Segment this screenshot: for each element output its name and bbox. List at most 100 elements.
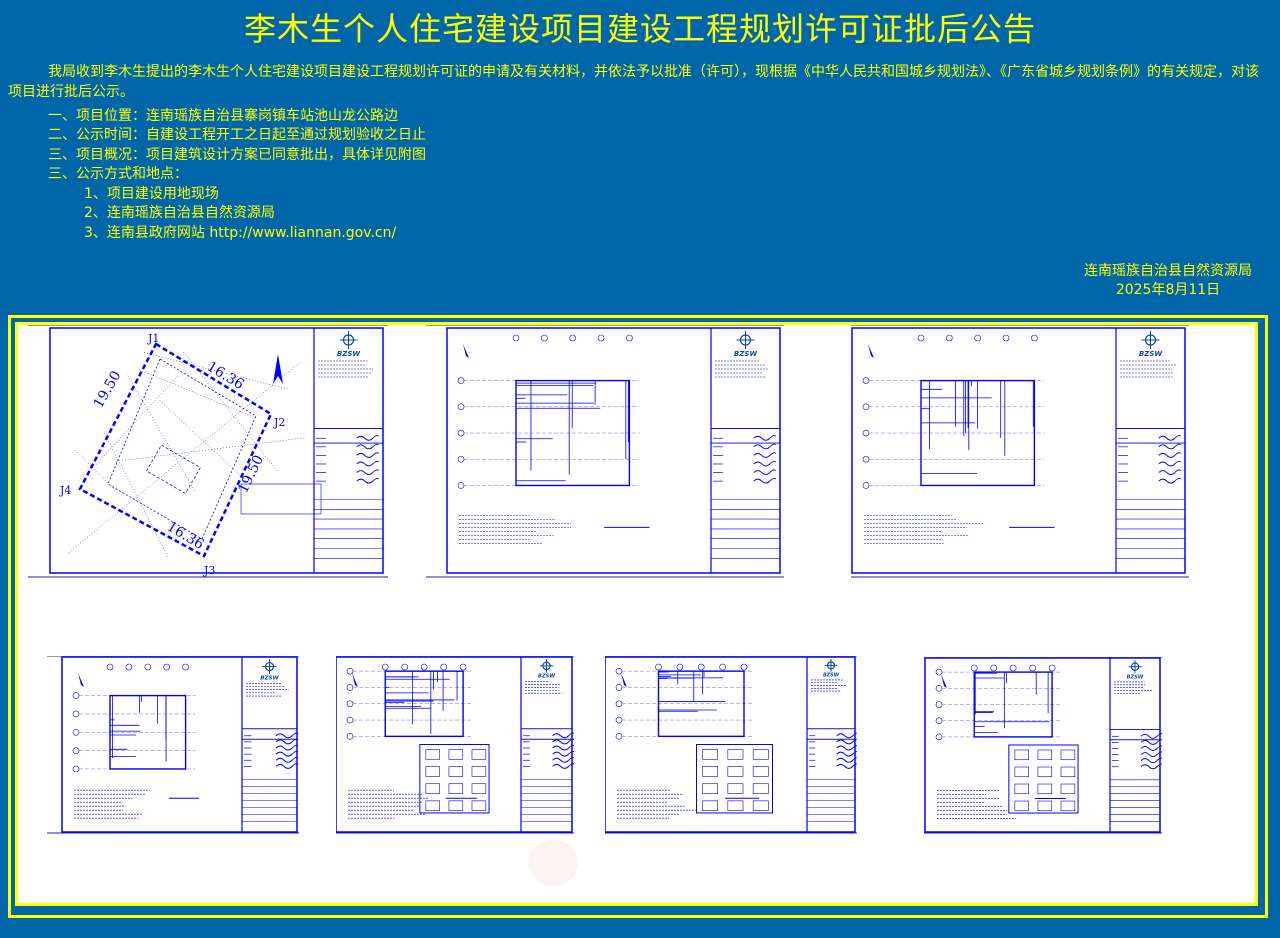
window xyxy=(1037,749,1053,761)
handwritten-signature xyxy=(1140,763,1162,770)
window xyxy=(1014,749,1029,761)
axis-bubble xyxy=(401,663,409,671)
company-logo-text: BZSW xyxy=(823,672,840,678)
survey-line xyxy=(183,352,278,472)
watermark-circle xyxy=(528,840,578,886)
window xyxy=(702,783,718,794)
axis-bubble xyxy=(457,455,465,463)
axis-bubble xyxy=(457,482,465,489)
boundary-dimension: 19.50 xyxy=(91,368,125,411)
drawing-frame xyxy=(49,327,384,574)
window xyxy=(1037,783,1053,795)
axis-bubble xyxy=(946,334,953,342)
axis-bubble xyxy=(346,733,354,740)
window xyxy=(702,766,718,777)
drawing-frame xyxy=(605,656,856,833)
axis-bubble xyxy=(615,684,623,691)
axis-bubble xyxy=(626,334,633,342)
survey-line xyxy=(159,400,254,488)
axis-bubble xyxy=(106,663,114,671)
window xyxy=(471,766,487,777)
axis-bubble xyxy=(125,663,133,671)
axis-bubble xyxy=(719,663,726,671)
window xyxy=(448,766,464,777)
handwritten-signature xyxy=(1140,757,1162,764)
company-logo-text: BZSW xyxy=(734,350,757,358)
axis-bubble xyxy=(541,334,548,342)
window xyxy=(448,783,464,794)
window xyxy=(471,783,487,794)
page-title: 李木生个人住宅建设项目建设工程规划许可证批后公告 xyxy=(243,10,1036,48)
boundary-point-label: J4 xyxy=(59,484,71,497)
axis-bubble xyxy=(862,429,870,437)
elevation-outline xyxy=(696,744,773,814)
axis-bubble xyxy=(381,663,389,671)
handwritten-signature xyxy=(356,443,380,450)
axis-bubble xyxy=(935,733,943,741)
issue-date: 2025年8月11日 xyxy=(1115,282,1221,298)
axis-bubble xyxy=(512,334,520,342)
drawing-sheet-general-layout[interactable]: BZSW xyxy=(47,656,299,834)
window xyxy=(425,800,440,811)
notice-item-overview: 三、项目概况：项目建筑设计方案已同意批出，具体详见附图 xyxy=(48,147,426,163)
drawing-sheet-elevation-2[interactable]: BZSW xyxy=(605,656,857,834)
handwritten-signature xyxy=(836,732,857,739)
handwritten-signature xyxy=(1158,443,1182,450)
handwritten-signature xyxy=(753,469,777,475)
handwritten-signature xyxy=(356,478,380,484)
window xyxy=(702,749,718,760)
axis-bubble xyxy=(917,334,925,342)
window xyxy=(752,783,769,794)
survey-line xyxy=(68,361,301,554)
north-arrow-icon xyxy=(352,673,358,687)
axis-bubble xyxy=(935,717,943,725)
axis-bubble xyxy=(615,733,623,740)
axis-bubble xyxy=(457,403,465,411)
axis-bubble xyxy=(935,684,943,692)
building-footprint xyxy=(145,444,201,494)
drawing-sheet-floor-plan-2[interactable]: BZSW xyxy=(851,325,1189,578)
compass-logo-icon xyxy=(262,659,277,674)
axis-bubble xyxy=(697,663,705,671)
boundary-point-label: J2 xyxy=(273,416,285,429)
boundary-dimension: 16.36 xyxy=(204,359,247,393)
handwritten-signature xyxy=(275,738,299,745)
handwritten-signature xyxy=(552,757,574,763)
handwritten-signature xyxy=(836,751,857,757)
handwritten-signature xyxy=(1158,460,1182,467)
window xyxy=(702,800,718,811)
compass-logo-icon xyxy=(539,659,554,673)
notice-subitem-site: 1、项目建设用地现场 xyxy=(84,186,219,202)
drawing-frame xyxy=(336,656,573,833)
axis-bubble xyxy=(72,710,80,718)
handwritten-signature xyxy=(275,757,299,763)
window xyxy=(1014,800,1029,812)
drawings-outer-frame xyxy=(8,315,1268,918)
axis-bubble xyxy=(935,668,943,676)
drawing-sheet-elevation-1[interactable]: BZSW xyxy=(336,656,574,834)
notice-subitem-website[interactable]: 3、连南县政府网站 http://www.liannan.gov.cn/ xyxy=(84,225,397,241)
window xyxy=(1060,766,1076,778)
window xyxy=(425,749,440,760)
north-arrow-icon xyxy=(273,354,283,384)
compass-logo-icon xyxy=(736,331,755,349)
axis-bubble xyxy=(420,663,428,671)
axis-bubble xyxy=(1009,664,1017,672)
compass-logo-icon xyxy=(339,331,358,349)
coordinate-table xyxy=(240,483,322,515)
handwritten-signature xyxy=(753,443,777,450)
boundary-dimension: 16.36 xyxy=(164,519,207,553)
handwritten-signature xyxy=(552,744,574,751)
survey-line xyxy=(103,431,169,557)
handwritten-signature xyxy=(1140,745,1162,751)
north-arrow-icon xyxy=(463,344,469,358)
window xyxy=(471,749,487,760)
drawing-sheet-floor-plan-1[interactable]: BZSW xyxy=(426,325,784,578)
handwritten-signature xyxy=(836,757,857,763)
window xyxy=(727,766,744,777)
axis-bubble xyxy=(862,403,870,411)
drawing-sheet-section[interactable]: BZSW xyxy=(924,657,1162,834)
axis-bubble xyxy=(615,716,623,724)
company-logo-text: BZSW xyxy=(260,675,279,681)
